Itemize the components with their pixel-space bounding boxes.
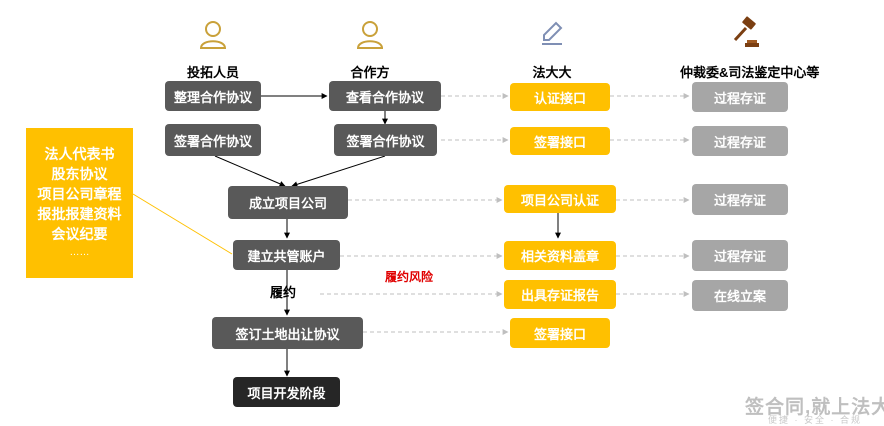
risk-label: 履约风险	[385, 270, 434, 284]
partner-sign-agreement-box: 签署合作协议	[334, 124, 437, 156]
side-doc-ellipsis: ……	[69, 247, 90, 258]
side-doc-line: 报批报建资料	[37, 208, 122, 223]
seal-docs-box: 相关资料盖章	[504, 241, 616, 270]
header-fadada: 法大大	[532, 65, 572, 80]
side-doc-line: 股东协议	[51, 168, 108, 183]
side-doc-line: 项目公司章程	[37, 188, 122, 203]
evidence-report-box: 出具存证报告	[504, 280, 616, 309]
sign-api-box-2: 签署接口	[510, 318, 610, 348]
process-evidence-box-2: 过程存证	[692, 126, 788, 156]
watermark-slogan: 签合同,就上法大大	[745, 397, 884, 418]
side-doc-line: 法人代表书	[44, 148, 115, 163]
callout-line	[132, 193, 233, 255]
company-auth-box: 项目公司认证	[504, 185, 616, 213]
person-icon	[356, 21, 384, 49]
online-filing-box: 在线立案	[692, 280, 788, 311]
process-evidence-box-1: 过程存证	[692, 82, 788, 112]
pen-icon	[542, 21, 563, 45]
development-stage-box: 项目开发阶段	[233, 377, 340, 407]
sign-api-box: 签署接口	[510, 127, 610, 155]
header-arbitration: 仲裁委&司法鉴定中心等	[680, 65, 820, 80]
process-evidence-box-3: 过程存证	[692, 184, 788, 215]
joint-account-box: 建立共管账户	[233, 240, 340, 270]
side-documents-box: 法人代表书 股东协议 项目公司章程 报批报建资料 会议纪要 ……	[26, 128, 133, 278]
land-transfer-box: 签订土地出让协议	[212, 317, 363, 349]
watermark-tagline: 便捷 · 安全 · 合规	[768, 415, 862, 425]
header-partner: 合作方	[350, 65, 390, 80]
header-investor: 投拓人员	[186, 65, 239, 80]
view-agreement-box: 查看合作协议	[329, 81, 441, 111]
investor-sign-agreement-box: 签署合作协议	[165, 124, 261, 156]
process-evidence-box-4: 过程存证	[692, 240, 788, 271]
gavel-icon	[733, 16, 759, 47]
organize-agreement-box: 整理合作协议	[165, 81, 261, 111]
auth-api-box: 认证接口	[510, 83, 610, 111]
arrow-investor-sign-to-company	[214, 155, 286, 187]
arrow-partner-sign-to-company	[291, 155, 386, 188]
person-icon	[199, 21, 227, 49]
side-doc-line: 会议纪要	[51, 228, 108, 243]
performance-label: 履约	[270, 285, 297, 300]
establish-company-box: 成立项目公司	[228, 186, 348, 219]
